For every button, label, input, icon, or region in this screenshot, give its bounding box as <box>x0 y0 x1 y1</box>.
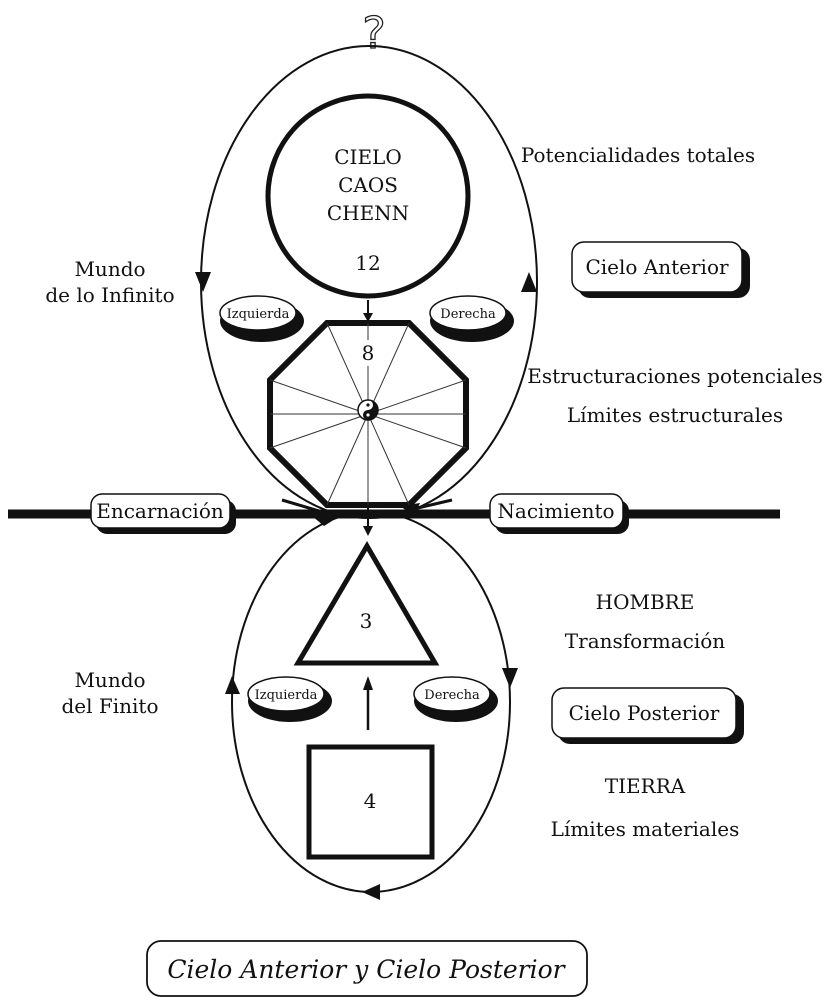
circle-line-2: CAOS <box>338 173 398 197</box>
right-badge-lower-label: Derecha <box>424 688 480 703</box>
arrow-octagon-triangle-head <box>363 526 373 536</box>
arrow-square-triangle-head <box>363 676 373 690</box>
cielo-anterior-label: Cielo Anterior <box>585 255 729 279</box>
nacimiento-label: Nacimiento <box>497 499 614 523</box>
octagon-number-bg <box>356 340 380 366</box>
cielo-anterior-box: Cielo Anterior <box>571 241 750 298</box>
potencialidades-label: Potencialidades totales <box>521 143 755 167</box>
mundo-finito-line-2: del Finito <box>61 694 158 718</box>
arrow-circle-octagon-head <box>363 313 373 322</box>
right-badge-upper-label: Derecha <box>440 307 496 322</box>
yin-yang-icon <box>357 399 379 421</box>
lower-loop-left-arrow <box>225 676 240 694</box>
cielo-posterior-box: Cielo Posterior <box>551 687 744 744</box>
upper-loop-right-arrow <box>521 272 537 292</box>
mundo-finito-line-1: Mundo <box>74 668 145 692</box>
octagon-number: 8 <box>362 341 375 365</box>
lower-loop-right-arrow <box>502 668 518 688</box>
question-mark: ? <box>362 8 385 59</box>
heaven-circle <box>265 93 471 299</box>
limites-estructurales-label: Límites estructurales <box>567 403 783 427</box>
tierra-label: TIERRA <box>605 774 686 798</box>
cielo-posterior-label: Cielo Posterior <box>569 701 720 725</box>
mundo-infinito-line-2: de lo Infinito <box>45 283 174 307</box>
right-badge-lower: Derecha <box>413 676 498 722</box>
octagon-spokes <box>269 322 467 506</box>
encarnacion-label: Encarnación <box>96 499 224 523</box>
horizon-arrow-left <box>281 498 337 518</box>
transformacion-label: Transformación <box>565 629 726 653</box>
caption-text: Cielo Anterior y Cielo Posterior <box>167 955 566 984</box>
left-badge-upper-label: Izquierda <box>227 307 290 322</box>
horizon-arrow-right-head <box>400 503 420 516</box>
limites-materiales-label: Límites materiales <box>551 817 740 841</box>
square-number: 4 <box>364 789 377 813</box>
hombre-label: HOMBRE <box>596 590 695 614</box>
nacimiento-box: Nacimiento <box>489 493 629 534</box>
estructuraciones-label: Estructuraciones potenciales <box>527 364 823 388</box>
circle-line-3: CHENN <box>327 201 409 225</box>
earth-square <box>306 744 435 860</box>
circle-number: 12 <box>355 251 380 275</box>
right-badge-upper: Derecha <box>429 295 514 342</box>
left-badge-lower: Izquierda <box>247 676 332 722</box>
left-badge-lower-label: Izquierda <box>255 688 318 703</box>
mundo-infinito-line-1: Mundo <box>74 257 145 281</box>
circle-line-1: CIELO <box>334 145 401 169</box>
lower-loop-bottom-arrow <box>362 884 380 900</box>
triangle-number: 3 <box>360 609 373 633</box>
upper-loop-left-arrow <box>195 272 211 292</box>
left-badge-upper: Izquierda <box>219 295 304 342</box>
human-triangle <box>293 541 440 666</box>
encarnacion-box: Encarnación <box>90 493 236 534</box>
caption-box: Cielo Anterior y Cielo Posterior <box>146 940 588 997</box>
